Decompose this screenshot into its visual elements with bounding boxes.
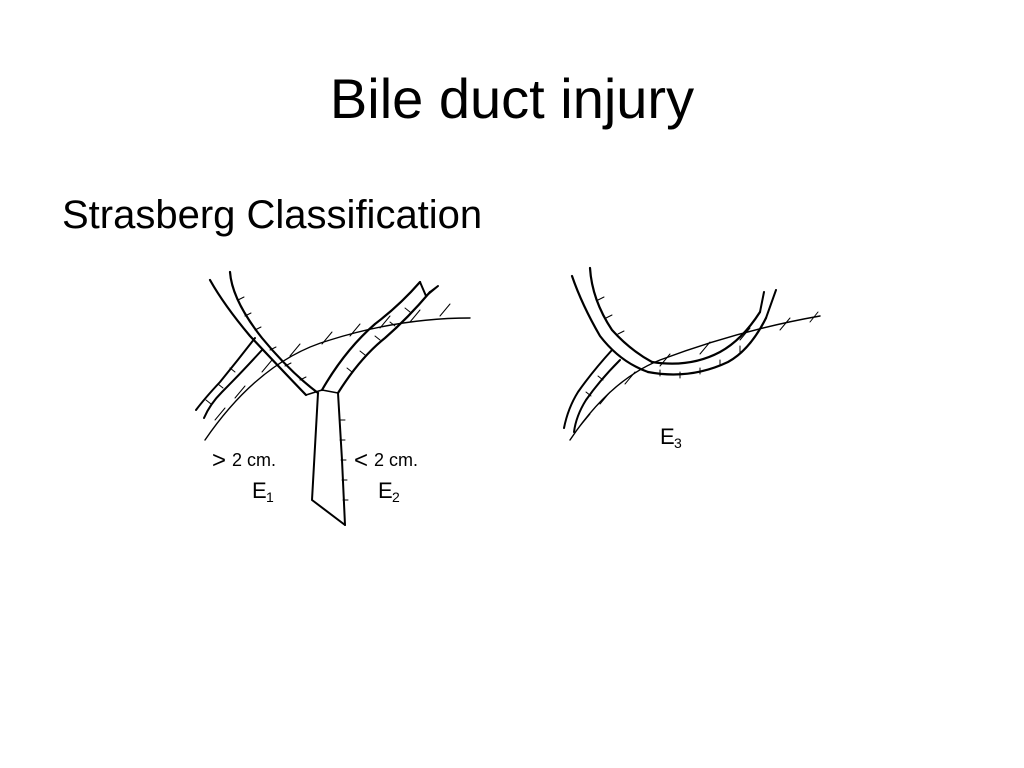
left-hepatic-duct-inner [208, 278, 308, 397]
liver-edge-right [569, 315, 821, 441]
right-duct-fork [419, 281, 439, 297]
slide-subtitle: Strasberg Classification [62, 193, 483, 237]
label-e2-measure: 2 cm. [374, 450, 418, 470]
label-e1-sub: 1 [266, 489, 274, 505]
common-duct-right-wall [337, 392, 346, 526]
label-e1-measure: 2 cm. [232, 450, 276, 470]
label-e2-type: E [378, 478, 393, 503]
label-e2-sub: 2 [392, 489, 400, 505]
figure-e3 [563, 266, 821, 441]
common-duct-left-wall [311, 392, 346, 526]
left-branch-lower [203, 349, 263, 419]
label-e1-type: E [252, 478, 267, 503]
label-e1-sign: > [212, 447, 226, 474]
e3-lower-branch-lower [573, 359, 621, 433]
left-hepatic-duct-outer [228, 270, 320, 395]
e3-right-fork [759, 289, 777, 319]
right-hepatic-duct-lower [320, 280, 422, 392]
right-hepatic-duct-upper [336, 290, 432, 395]
bifurcation-notch [305, 389, 339, 396]
e3-duct-hatch [585, 296, 741, 397]
left-branch-upper [195, 337, 256, 411]
e3-confluence-lower [646, 316, 768, 376]
label-e3-type: E [660, 424, 675, 449]
liver-hatch-left [214, 303, 451, 421]
liver-hatch-right [579, 311, 819, 427]
e3-lower-branch-upper [563, 349, 613, 429]
e3-confluence-upper [650, 310, 762, 365]
figure-e1-e2 [195, 270, 471, 526]
e3-left-duct-inner [570, 274, 650, 374]
slide-title: Bile duct injury [329, 67, 695, 130]
duct-hatch-right [339, 307, 411, 501]
label-e2-sign: < [354, 447, 368, 474]
e3-left-duct-outer [588, 266, 654, 364]
label-e3-sub: 3 [674, 435, 682, 451]
duct-hatch-left [205, 296, 307, 405]
liver-edge-left [204, 317, 471, 441]
